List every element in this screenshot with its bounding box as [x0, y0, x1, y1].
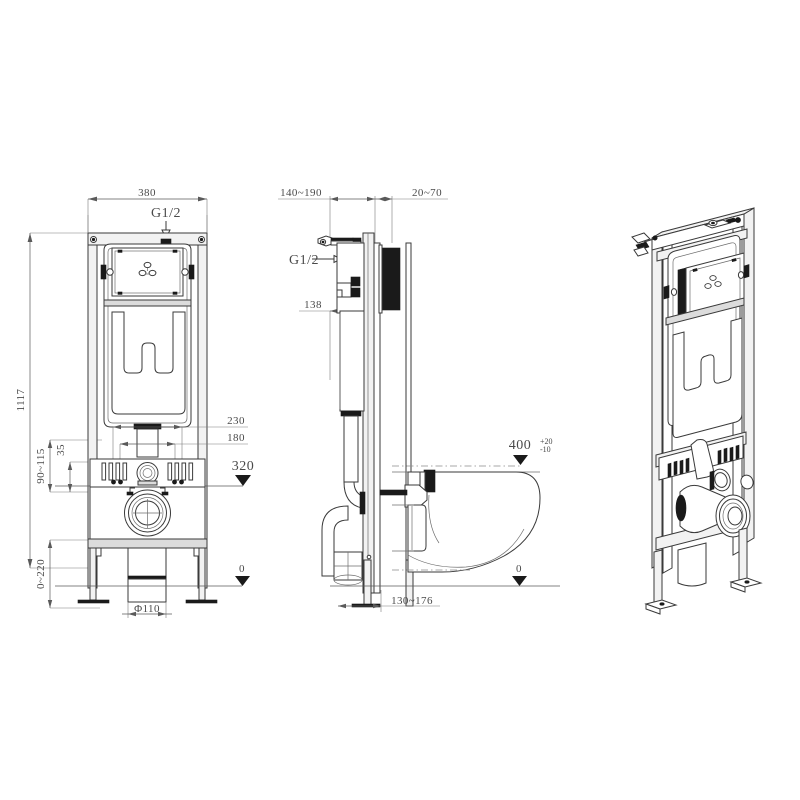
- side-valve-cluster: [336, 276, 361, 298]
- flush-pipe-front: [133, 423, 162, 458]
- dim-label-seat-height: 400: [509, 438, 532, 453]
- tank-lower-shape: [111, 311, 186, 415]
- level-marker-triangle-seat: [513, 455, 528, 465]
- dim-label-bolt-spacing-outer: 230: [227, 415, 245, 427]
- iso-manufacturer-logo-icon: [704, 275, 722, 289]
- dim-front-total-height: 1117: [15, 232, 92, 569]
- dim-label-bolt-height: 320: [232, 459, 255, 474]
- dim-label-inlet-height-range: 90~115: [35, 448, 47, 484]
- dim-label-total-height: 1117: [15, 389, 27, 412]
- level-marker-triangle-pan: [512, 576, 527, 586]
- drain-outlet-front: [89, 486, 206, 540]
- leg-left: [89, 547, 97, 601]
- side-upright: [362, 232, 375, 594]
- iso-legs: [644, 527, 763, 615]
- water-inlet-nipple: [160, 238, 172, 245]
- dim-label-side-inlet-thread: G1/2: [289, 253, 319, 268]
- pan-connectors: [379, 469, 436, 552]
- dim-label-inlet-thread: G1/2: [151, 206, 181, 221]
- adjustable-legs-front: [77, 547, 218, 604]
- side-cistern-body: [336, 242, 365, 412]
- dim-seat-height: 400 +20 -10: [509, 437, 553, 465]
- iso-pipe-stub: [677, 542, 707, 587]
- iso-valve-assembly: [675, 439, 754, 538]
- inspection-panel: [100, 247, 195, 297]
- dim-label-front-panel-range: 20~70: [412, 187, 442, 199]
- floor-datum-marker-front: 0: [55, 563, 250, 587]
- level-marker-triangle-front: [235, 576, 250, 586]
- dim-wall-offset-range: 140~190: [278, 187, 376, 243]
- frame-top-rail: [87, 232, 208, 246]
- manufacturer-logo-icon: [138, 261, 157, 277]
- dim-label-pan-projection: 130~176: [391, 595, 433, 607]
- dim-pan-projection: 130~176: [338, 590, 440, 612]
- bolt-mount-band: [89, 458, 206, 488]
- wc-pan-profile: 400 +20 -10 0: [330, 437, 560, 587]
- flush-plate-dark: [380, 247, 401, 311]
- foot-left: [77, 599, 110, 604]
- panel-plate: [111, 247, 184, 297]
- dim-label-inlet-offset: 35: [55, 444, 67, 456]
- leg-right: [198, 547, 206, 601]
- iso-lower-tank: [672, 317, 743, 438]
- isometric-view: [631, 207, 763, 615]
- front-elevation-view: 380 G1/2 1117 90~115: [15, 187, 254, 618]
- dim-label-front-width: 380: [138, 187, 156, 199]
- floor-datum-marker-pan: 0: [330, 563, 560, 587]
- iso-wall-bracket: [631, 232, 658, 257]
- frame-bottom-rail: [87, 538, 208, 549]
- dim-label-bolt-spacing-inner: 180: [227, 432, 245, 444]
- dim-label-seat-height-tol-plus: +20: [540, 437, 553, 446]
- level-marker-triangle-320: [235, 475, 251, 486]
- dim-front-panel-range: 20~70: [375, 187, 448, 243]
- dim-label-datum-front: 0: [239, 563, 245, 575]
- side-drain-elbow: [321, 505, 372, 586]
- dim-label-flush-plate-depth: 138: [304, 299, 322, 311]
- side-section-view: 140~190 20~70 G1/2 138: [278, 187, 448, 612]
- dim-inlet-height-range: 90~115: [35, 439, 102, 493]
- drain-pipe-stub: [127, 547, 167, 603]
- dim-label-datum-pan: 0: [516, 563, 522, 575]
- iso-rear-left-upright: [651, 231, 663, 569]
- iso-rear-right-upright: [743, 207, 755, 545]
- dim-label-drain-diameter: Φ110: [134, 603, 160, 615]
- outlet-connector-dark: [379, 489, 408, 496]
- pan-bowl-outline: [407, 471, 541, 573]
- dim-label-foot-adjust-range: 0~220: [35, 559, 47, 589]
- side-flush-plate: [378, 244, 401, 314]
- dim-drain-diameter: Φ110: [122, 602, 172, 618]
- dim-bolt-spacing-outer: 230: [112, 415, 248, 480]
- dim-label-wall-offset-range: 140~190: [280, 187, 322, 199]
- iso-top-bracket: [703, 217, 741, 229]
- iso-leg-right: [738, 527, 748, 585]
- dim-label-seat-height-tol-minus: -10: [540, 445, 551, 454]
- side-frame-rail: [362, 232, 381, 594]
- flush-connector-dark: [423, 469, 436, 493]
- iso-leg-left: [653, 549, 663, 607]
- foot-right: [185, 599, 218, 604]
- side-flush-pipe: [340, 410, 366, 515]
